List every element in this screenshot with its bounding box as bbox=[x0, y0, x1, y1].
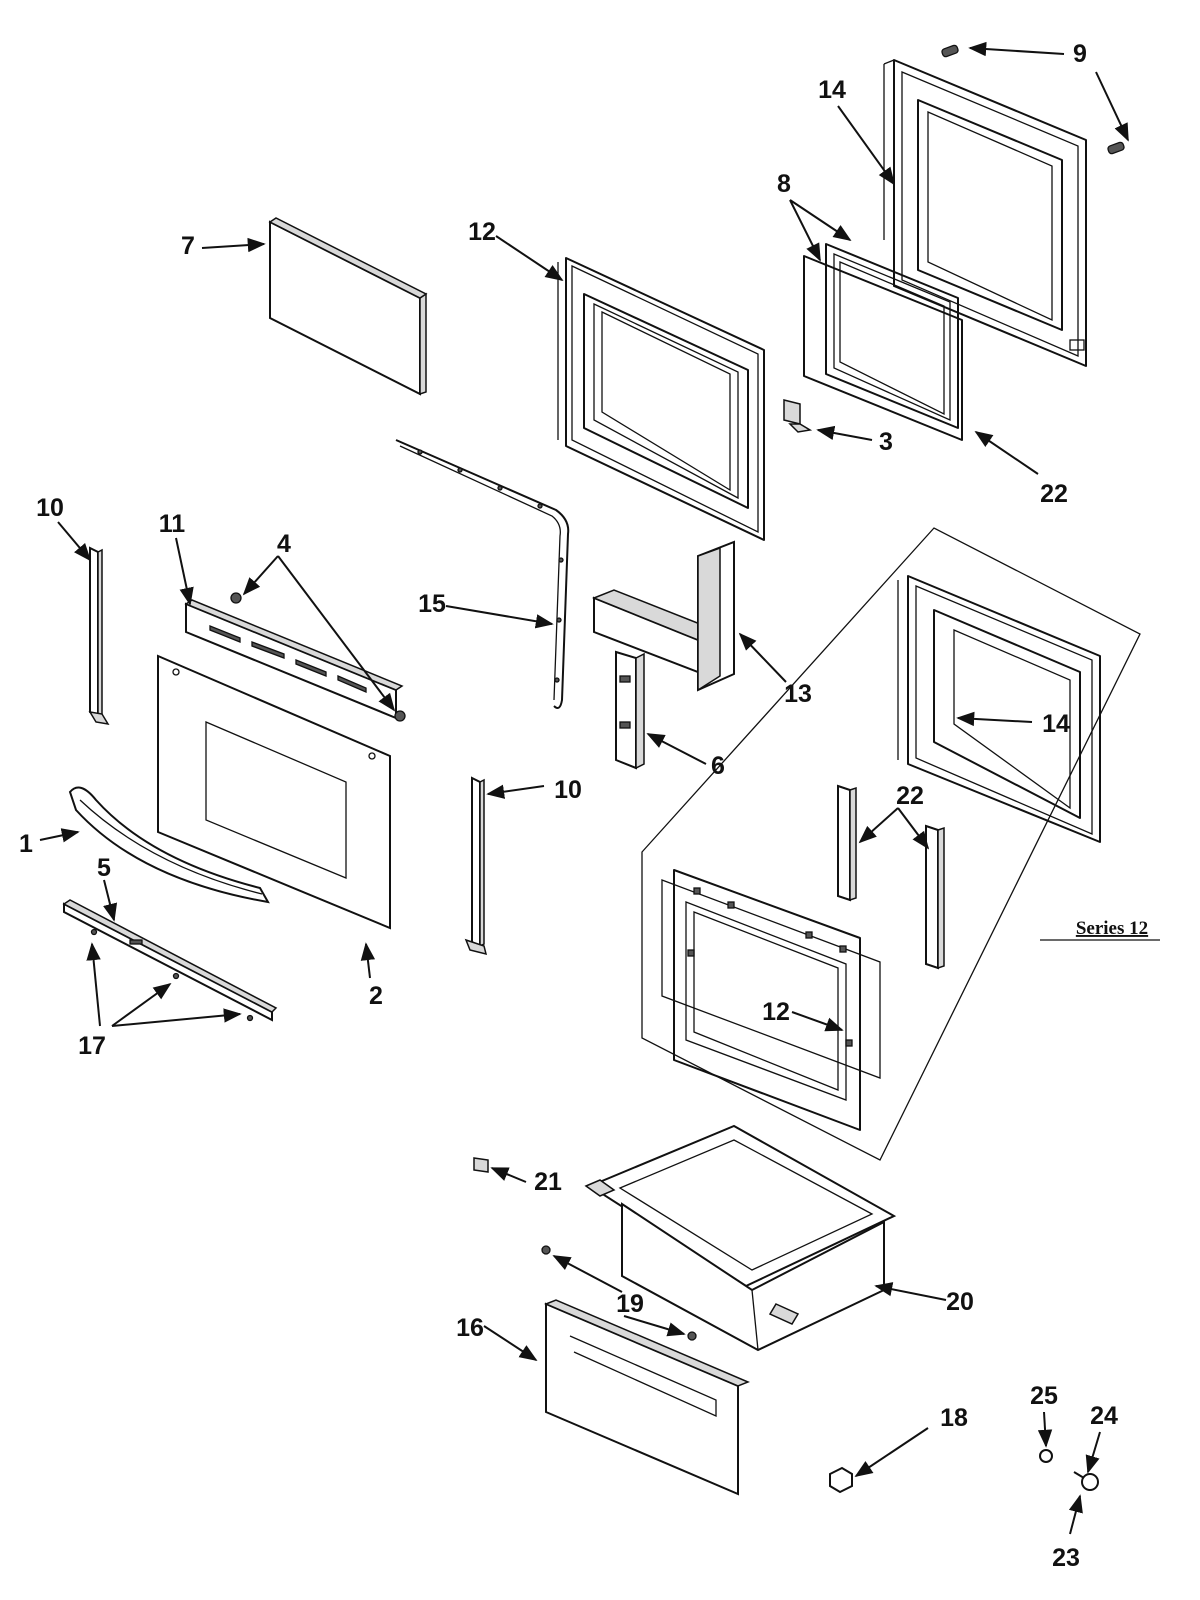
callout-12-series: 12 bbox=[762, 998, 790, 1026]
part-4-screw-left bbox=[230, 592, 242, 604]
part-19-screw-right bbox=[687, 1331, 697, 1341]
callout-1: 1 bbox=[19, 830, 33, 858]
callout-18: 18 bbox=[940, 1404, 968, 1432]
callout-17: 17 bbox=[78, 1032, 106, 1060]
part-10-hinge-channel-left bbox=[88, 546, 110, 726]
callout-21: 21 bbox=[534, 1168, 562, 1196]
callout-19: 19 bbox=[616, 1290, 644, 1318]
callout-4: 4 bbox=[277, 530, 291, 558]
part-13-insulation-l bbox=[591, 540, 735, 692]
part-12-inner-door-panel bbox=[557, 257, 765, 541]
part-22-channel-b bbox=[925, 824, 945, 970]
part-7-insulation bbox=[268, 217, 428, 396]
part-11-vent-trim bbox=[184, 599, 404, 720]
callout-14: 14 bbox=[818, 76, 846, 104]
series-12-inset bbox=[641, 527, 1141, 1161]
part-22-channel-a bbox=[837, 784, 857, 902]
callout-9: 9 bbox=[1073, 40, 1087, 68]
part-9-screw-top bbox=[941, 44, 959, 58]
part-14-outer-door-panel bbox=[883, 59, 1087, 367]
part-23-foot bbox=[1081, 1473, 1099, 1491]
series-12-label: Series 12 bbox=[1076, 918, 1148, 939]
callout-2: 2 bbox=[369, 982, 383, 1010]
part-18-knob bbox=[829, 1466, 853, 1494]
part-1-handle bbox=[68, 786, 270, 904]
callout-20: 20 bbox=[946, 1288, 974, 1316]
callout-12: 12 bbox=[468, 218, 496, 246]
part-10-hinge-channel-middle bbox=[464, 776, 488, 956]
callout-22: 22 bbox=[1040, 480, 1068, 508]
callout-14-series: 14 bbox=[1042, 710, 1070, 738]
part-9-screw-right bbox=[1107, 141, 1125, 155]
part-14-inner-panel-series-12 bbox=[897, 575, 1101, 843]
callout-23: 23 bbox=[1052, 1544, 1080, 1572]
part-6-hinge-bracket bbox=[615, 650, 645, 770]
part-8-door-glass bbox=[803, 243, 963, 441]
part-4-screw-right bbox=[394, 710, 406, 722]
part-19-screw-left bbox=[541, 1245, 551, 1255]
callout-16: 16 bbox=[456, 1314, 484, 1342]
part-3-clip bbox=[783, 399, 813, 433]
callout-labels: 9 14 8 7 12 3 22 10 11 4 15 13 6 10 14 2… bbox=[19, 40, 1148, 1572]
callout-5: 5 bbox=[97, 854, 111, 882]
part-25-nut bbox=[1039, 1449, 1053, 1463]
callout-22-series: 22 bbox=[896, 782, 924, 810]
callout-13: 13 bbox=[784, 680, 812, 708]
callout-10: 10 bbox=[36, 494, 64, 522]
part-21-bumper bbox=[473, 1157, 489, 1173]
part-24-bolt bbox=[1073, 1471, 1085, 1479]
callout-7: 7 bbox=[181, 232, 195, 260]
callout-10-middle: 10 bbox=[554, 776, 582, 804]
callout-11: 11 bbox=[159, 510, 186, 538]
part-5-bottom-trim bbox=[62, 899, 278, 1022]
part-16-drawer-front bbox=[544, 1299, 750, 1496]
callout-6: 6 bbox=[711, 752, 725, 780]
part-15-gasket bbox=[395, 439, 570, 709]
leader-lines bbox=[39, 41, 1160, 1535]
callout-8: 8 bbox=[777, 170, 791, 198]
part-12-inner-panel-series-12 bbox=[661, 869, 881, 1131]
callout-3: 3 bbox=[879, 428, 893, 456]
callout-15: 15 bbox=[418, 590, 446, 618]
part-2-outer-door bbox=[157, 654, 391, 930]
part-17-screws bbox=[90, 928, 254, 1022]
callout-24: 24 bbox=[1090, 1402, 1118, 1430]
callout-25: 25 bbox=[1030, 1382, 1058, 1410]
